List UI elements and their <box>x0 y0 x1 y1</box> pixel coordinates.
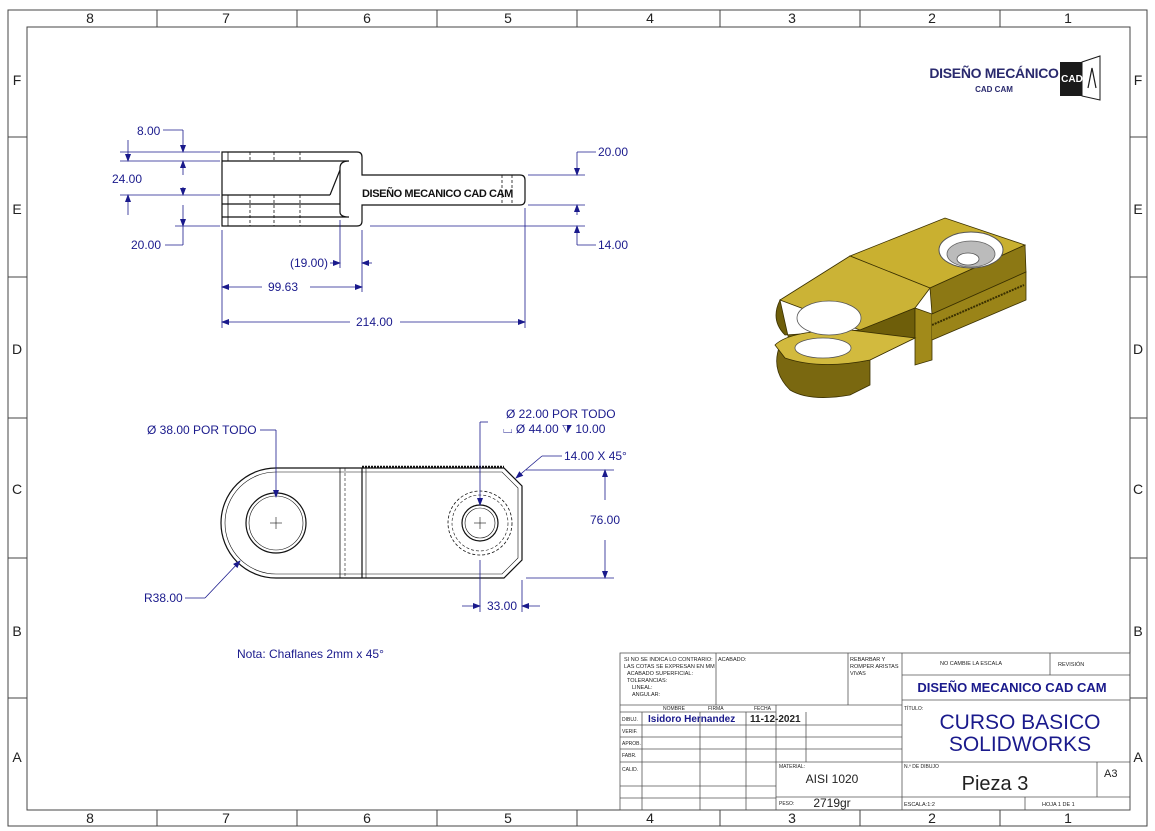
dim-99-63: 99.63 <box>268 280 298 294</box>
col-label: 8 <box>86 810 94 826</box>
drawing-date: 11-12-2021 <box>750 714 801 725</box>
rebarbar-line: ROMPER ARISTAS <box>850 664 899 670</box>
row-label: C <box>12 481 22 497</box>
logo-subtitle: CAD CAM <box>975 85 1013 94</box>
zone-ticks <box>8 10 1147 826</box>
col-label: 7 <box>222 10 230 26</box>
note-line: LAS COTAS SE EXPRESAN EN MM <box>624 664 715 670</box>
dim-20-left: 20.00 <box>131 238 161 252</box>
row-label: A <box>1133 749 1143 765</box>
dim-19: (19.00) <box>290 256 328 270</box>
isometric-view <box>774 217 1027 398</box>
dim-76: 76.00 <box>590 513 620 527</box>
dim-14: 14.00 <box>598 238 628 252</box>
no-scale-label: NO CAMBIE LA ESCALA <box>940 661 1002 667</box>
chamfer-note: Nota: Chaflanes 2mm x 45° <box>237 647 384 661</box>
col-label: 2 <box>928 810 936 826</box>
row-fabr: FABR. <box>622 753 636 759</box>
acabado-label: ACABADO: <box>718 657 747 663</box>
row-label: E <box>12 201 21 217</box>
titulo-label: TÍTULO: <box>904 705 923 712</box>
sheet-size: A3 <box>1104 768 1117 780</box>
col-label: 1 <box>1064 810 1072 826</box>
row-label: B <box>12 623 21 639</box>
revision-label: REVISIÓN <box>1058 661 1084 668</box>
col-label: 3 <box>788 810 796 826</box>
radius-callout: R38.00 <box>144 591 183 605</box>
drawing-number: Pieza 3 <box>962 773 1029 795</box>
dim-20-right: 20.00 <box>598 145 628 159</box>
col-label: 5 <box>504 10 512 26</box>
row-calid: CALID. <box>622 767 638 773</box>
engraved-text: DISEÑO MECANICO CAD CAM <box>362 187 513 200</box>
counterbore-callout: ⌴ Ø 44.00 ⧩ 10.00 <box>503 422 606 436</box>
scale-label: ESCALA:1:2 <box>904 802 935 808</box>
sheet-count: HOJA 1 DE 1 <box>1042 802 1075 808</box>
dim-33: 33.00 <box>487 599 517 613</box>
row-label: A <box>12 749 22 765</box>
front-view-dimensions <box>120 129 596 328</box>
top-view-dimensions <box>185 421 614 612</box>
hole-large-callout: Ø 38.00 POR TODO <box>147 423 257 437</box>
rebarbar-line: VIVAS <box>850 671 866 677</box>
row-label: C <box>1133 481 1143 497</box>
row-label: D <box>12 341 22 357</box>
column-labels-bottom: 8 7 6 5 4 3 2 1 <box>86 810 1072 826</box>
col-nombre: NOMBRE <box>663 706 686 712</box>
row-labels-left: F E D C B A <box>12 72 22 765</box>
dim-24: 24.00 <box>112 172 142 186</box>
col-label: 7 <box>222 810 230 826</box>
column-labels-top: 8 7 6 5 4 3 2 1 <box>86 10 1072 26</box>
note-line: ANGULAR: <box>632 692 661 698</box>
row-labels-right: F E D C B A <box>1133 72 1143 765</box>
row-label: B <box>1133 623 1142 639</box>
peso-label: PESO: <box>779 801 794 807</box>
drawing-title-line1: CURSO BASICO <box>939 711 1100 734</box>
col-label: 2 <box>928 10 936 26</box>
material-value: AISI 1020 <box>806 772 859 786</box>
company-logo: DISEÑO MECÁNICO CAD CAM CAD <box>929 55 1101 101</box>
note-line: LINEAL: <box>632 685 653 691</box>
front-view <box>221 151 526 227</box>
col-fecha: FECHA <box>754 706 772 712</box>
col-label: 8 <box>86 10 94 26</box>
row-label: F <box>13 72 22 88</box>
company-name: DISEÑO MECANICO CAD CAM <box>917 680 1106 695</box>
note-line: SI NO SE INDICA LO CONTRARIO: <box>624 657 713 663</box>
col-label: 5 <box>504 810 512 826</box>
logo-title: DISEÑO MECÁNICO <box>929 64 1059 81</box>
rebarbar-line: REBARBAR Y <box>850 657 886 663</box>
title-block-text: SI NO SE INDICA LO CONTRARIO: LAS COTAS … <box>622 657 1117 810</box>
col-label: 4 <box>646 10 654 26</box>
col-label: 6 <box>363 10 371 26</box>
chamfer-callout: 14.00 X 45° <box>564 449 627 463</box>
title-block <box>619 652 1131 811</box>
dim-8: 8.00 <box>137 124 161 138</box>
col-label: 6 <box>363 810 371 826</box>
drawer-name: Isidoro Hernandez <box>648 714 735 725</box>
col-label: 3 <box>788 10 796 26</box>
peso-value: 2719gr <box>813 796 850 810</box>
row-dibuj: DIBUJ. <box>622 717 638 723</box>
drawing-no-label: N.º DE DIBUJO <box>904 764 939 770</box>
row-label: E <box>1133 201 1142 217</box>
cad-badge-text: CAD <box>1061 74 1083 85</box>
row-label: D <box>1133 341 1143 357</box>
row-verif: VERIF. <box>622 729 638 735</box>
note-line: TOLERANCIAS: <box>627 678 668 684</box>
col-label: 1 <box>1064 10 1072 26</box>
row-aprob: APROB. <box>622 741 641 747</box>
drawing-title-line2: SOLIDWORKS <box>949 733 1091 756</box>
note-line: ACABADO SUPERFICIAL: <box>627 671 693 677</box>
hole-small-callout: Ø 22.00 POR TODO <box>506 407 616 421</box>
col-firma: FIRMA <box>708 706 724 712</box>
row-label: F <box>1134 72 1143 88</box>
col-label: 4 <box>646 810 654 826</box>
dim-214: 214.00 <box>356 315 393 329</box>
top-view <box>220 465 523 579</box>
material-label: MATERIAL: <box>779 764 805 770</box>
